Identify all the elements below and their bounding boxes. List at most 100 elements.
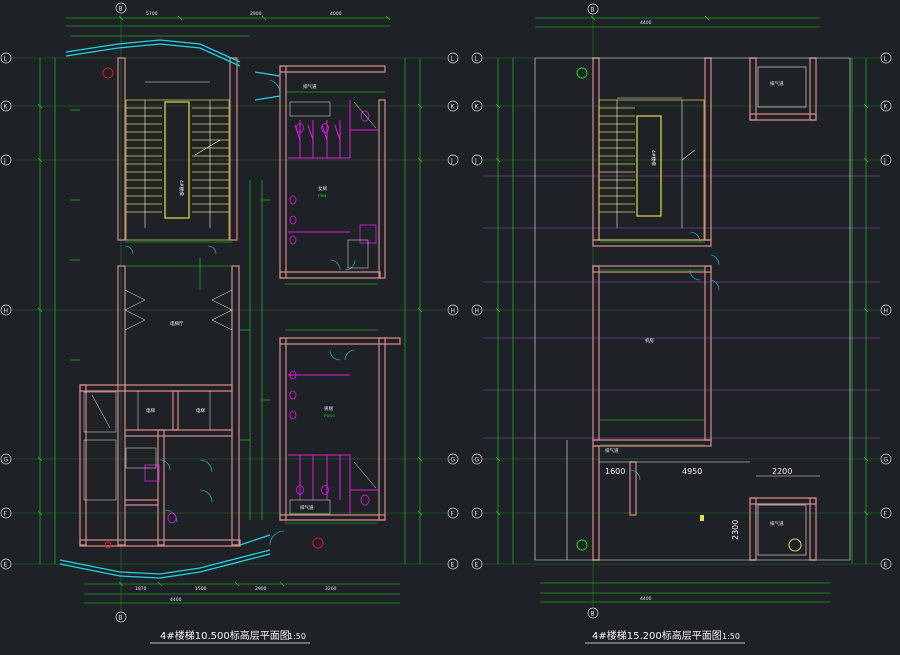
right-plan-scale: 1:50 xyxy=(722,632,740,641)
left-axis-bubbles-vertical xyxy=(115,2,127,623)
right-stair-label: 4#楼梯 xyxy=(650,150,657,166)
right-plan-title: 4#楼梯15.200标高层平面图 xyxy=(592,629,722,642)
left-green-marks xyxy=(70,109,270,441)
right-upper-shaft: 排气道 xyxy=(770,80,784,87)
r-left-axis-F: F xyxy=(475,511,479,518)
left-lobby-lines xyxy=(124,289,233,430)
right-purple-lines xyxy=(483,175,880,439)
r-left-axis-H: H xyxy=(475,308,480,315)
left-floor-plan: 5700 2900 4000 1870 1500 2900 3200 4400 … xyxy=(0,2,459,644)
right-axis-L: L xyxy=(451,56,455,63)
right-vertical-dim: 2300 xyxy=(731,520,740,540)
upper-toilet-code: FW9 xyxy=(318,193,327,198)
left-dim-ticks xyxy=(37,15,423,587)
right-bottom-total: 4400 xyxy=(640,596,652,602)
left-shafts xyxy=(83,101,377,515)
lobby-name: 电梯厅 xyxy=(170,320,184,327)
right-top-dim: 4400 xyxy=(640,20,652,26)
left-stair-label-group: 4#楼梯 xyxy=(178,180,185,196)
left-toilet-partitions-lower xyxy=(288,374,378,515)
right-axis-K: K xyxy=(451,104,456,111)
left-top-dim-1: 5700 xyxy=(146,11,158,17)
right-mid-dim-3: 2200 xyxy=(772,467,792,476)
upper-shaft-label: 排气道 xyxy=(303,83,317,90)
left-stair-arrows xyxy=(144,81,221,228)
r-left-axis-K: K xyxy=(475,104,480,111)
r-right-axis-L: L xyxy=(884,56,888,63)
r-left-axis-L: L xyxy=(475,56,479,63)
right-axis-bubbles xyxy=(471,3,892,619)
left-bottom-total: 4400 xyxy=(170,597,182,603)
elevator-a-name: 电梯 xyxy=(146,407,155,414)
left-bottom-dim-1: 1870 xyxy=(135,586,147,592)
right-axis-G: G xyxy=(451,457,456,464)
right-roof-outline xyxy=(534,57,851,561)
left-cyan-edges xyxy=(59,39,281,579)
lower-toilet-name: 男厕 xyxy=(324,406,333,412)
right-stair-arrows xyxy=(616,97,696,228)
right-floor-plan: 4400 4400 1600 4950 2200 2300 L K J H G … xyxy=(471,3,892,644)
right-mid-dim-2: 4950 xyxy=(682,467,702,476)
right-lower-shaft: 排气道 xyxy=(770,520,784,527)
r-left-axis-E: E xyxy=(475,562,479,569)
left-plan-scale: 1:50 xyxy=(288,632,306,641)
left-toilet-fixtures-upper xyxy=(289,110,377,245)
left-axis-top: B xyxy=(119,6,123,13)
left-bottom-dim-2: 1500 xyxy=(195,586,207,592)
r-right-axis-H: H xyxy=(884,308,889,315)
right-yellow-dot xyxy=(700,515,704,521)
lower-toilet-code: FW10 xyxy=(324,413,335,418)
left-axis-H: H xyxy=(4,308,9,315)
left-bottom-dim-3: 2900 xyxy=(255,586,267,592)
left-axis-F: F xyxy=(4,511,8,518)
left-axis-J: J xyxy=(3,158,6,165)
right-stair-label-group: 4#楼梯 xyxy=(650,150,657,166)
r-right-axis-F: F xyxy=(884,511,888,518)
left-bottom-dim-4: 3200 xyxy=(325,586,337,592)
left-top-dim-2: 2900 xyxy=(250,11,262,17)
right-dim-ticks xyxy=(495,15,869,516)
left-axis-K: K xyxy=(4,104,9,111)
upper-toilet-name: 女厕 xyxy=(318,185,327,192)
right-walls xyxy=(592,57,817,561)
right-grid-lines xyxy=(483,14,880,612)
lower-shaft-label: 排气道 xyxy=(300,504,314,511)
left-axis-E: E xyxy=(4,562,8,569)
elevator-b-name: 电梯 xyxy=(196,407,205,414)
right-door-swings xyxy=(629,231,720,481)
right-stair-treads xyxy=(598,99,705,241)
right-green-markers xyxy=(576,67,588,551)
left-axis-bottom: B xyxy=(119,615,123,622)
right-mid-dim-1: 1600 xyxy=(605,467,625,476)
r-axis-top: B xyxy=(591,7,595,14)
left-axis-L: L xyxy=(4,56,8,63)
r-right-axis-J: J xyxy=(883,158,886,165)
left-plan-title: 4#楼梯10.500标高层平面图 xyxy=(160,629,290,642)
left-walls xyxy=(79,57,401,547)
left-stair-treads xyxy=(125,99,230,241)
right-yellow-markers xyxy=(788,538,802,552)
right-axis-H: H xyxy=(451,308,456,315)
r-left-axis-G: G xyxy=(475,457,480,464)
r-right-axis-K: K xyxy=(884,104,889,111)
left-top-dim-3: 4000 xyxy=(330,11,342,17)
right-machine-room: 机房 xyxy=(645,337,654,344)
left-axis-bubbles-left xyxy=(0,52,12,570)
left-door-swings xyxy=(124,79,356,546)
left-stair-label: 4#楼梯 xyxy=(178,180,185,196)
r-right-axis-G: G xyxy=(884,457,889,464)
r-right-axis-E: E xyxy=(884,562,888,569)
right-axis-E: E xyxy=(451,562,455,569)
left-axis-G: G xyxy=(4,457,9,464)
left-axis-bubbles-right xyxy=(447,52,459,570)
right-dimension-lines xyxy=(497,17,867,603)
right-vertical-dim-group: 2300 xyxy=(731,520,740,540)
left-red-markers xyxy=(102,67,324,549)
r-axis-bottom: B xyxy=(591,611,595,618)
r-left-axis-J: J xyxy=(474,158,477,165)
left-toilet-partitions-upper xyxy=(288,100,378,233)
right-axis-J: J xyxy=(450,158,453,165)
right-lower-left-shaft: 排气道 xyxy=(605,447,619,454)
